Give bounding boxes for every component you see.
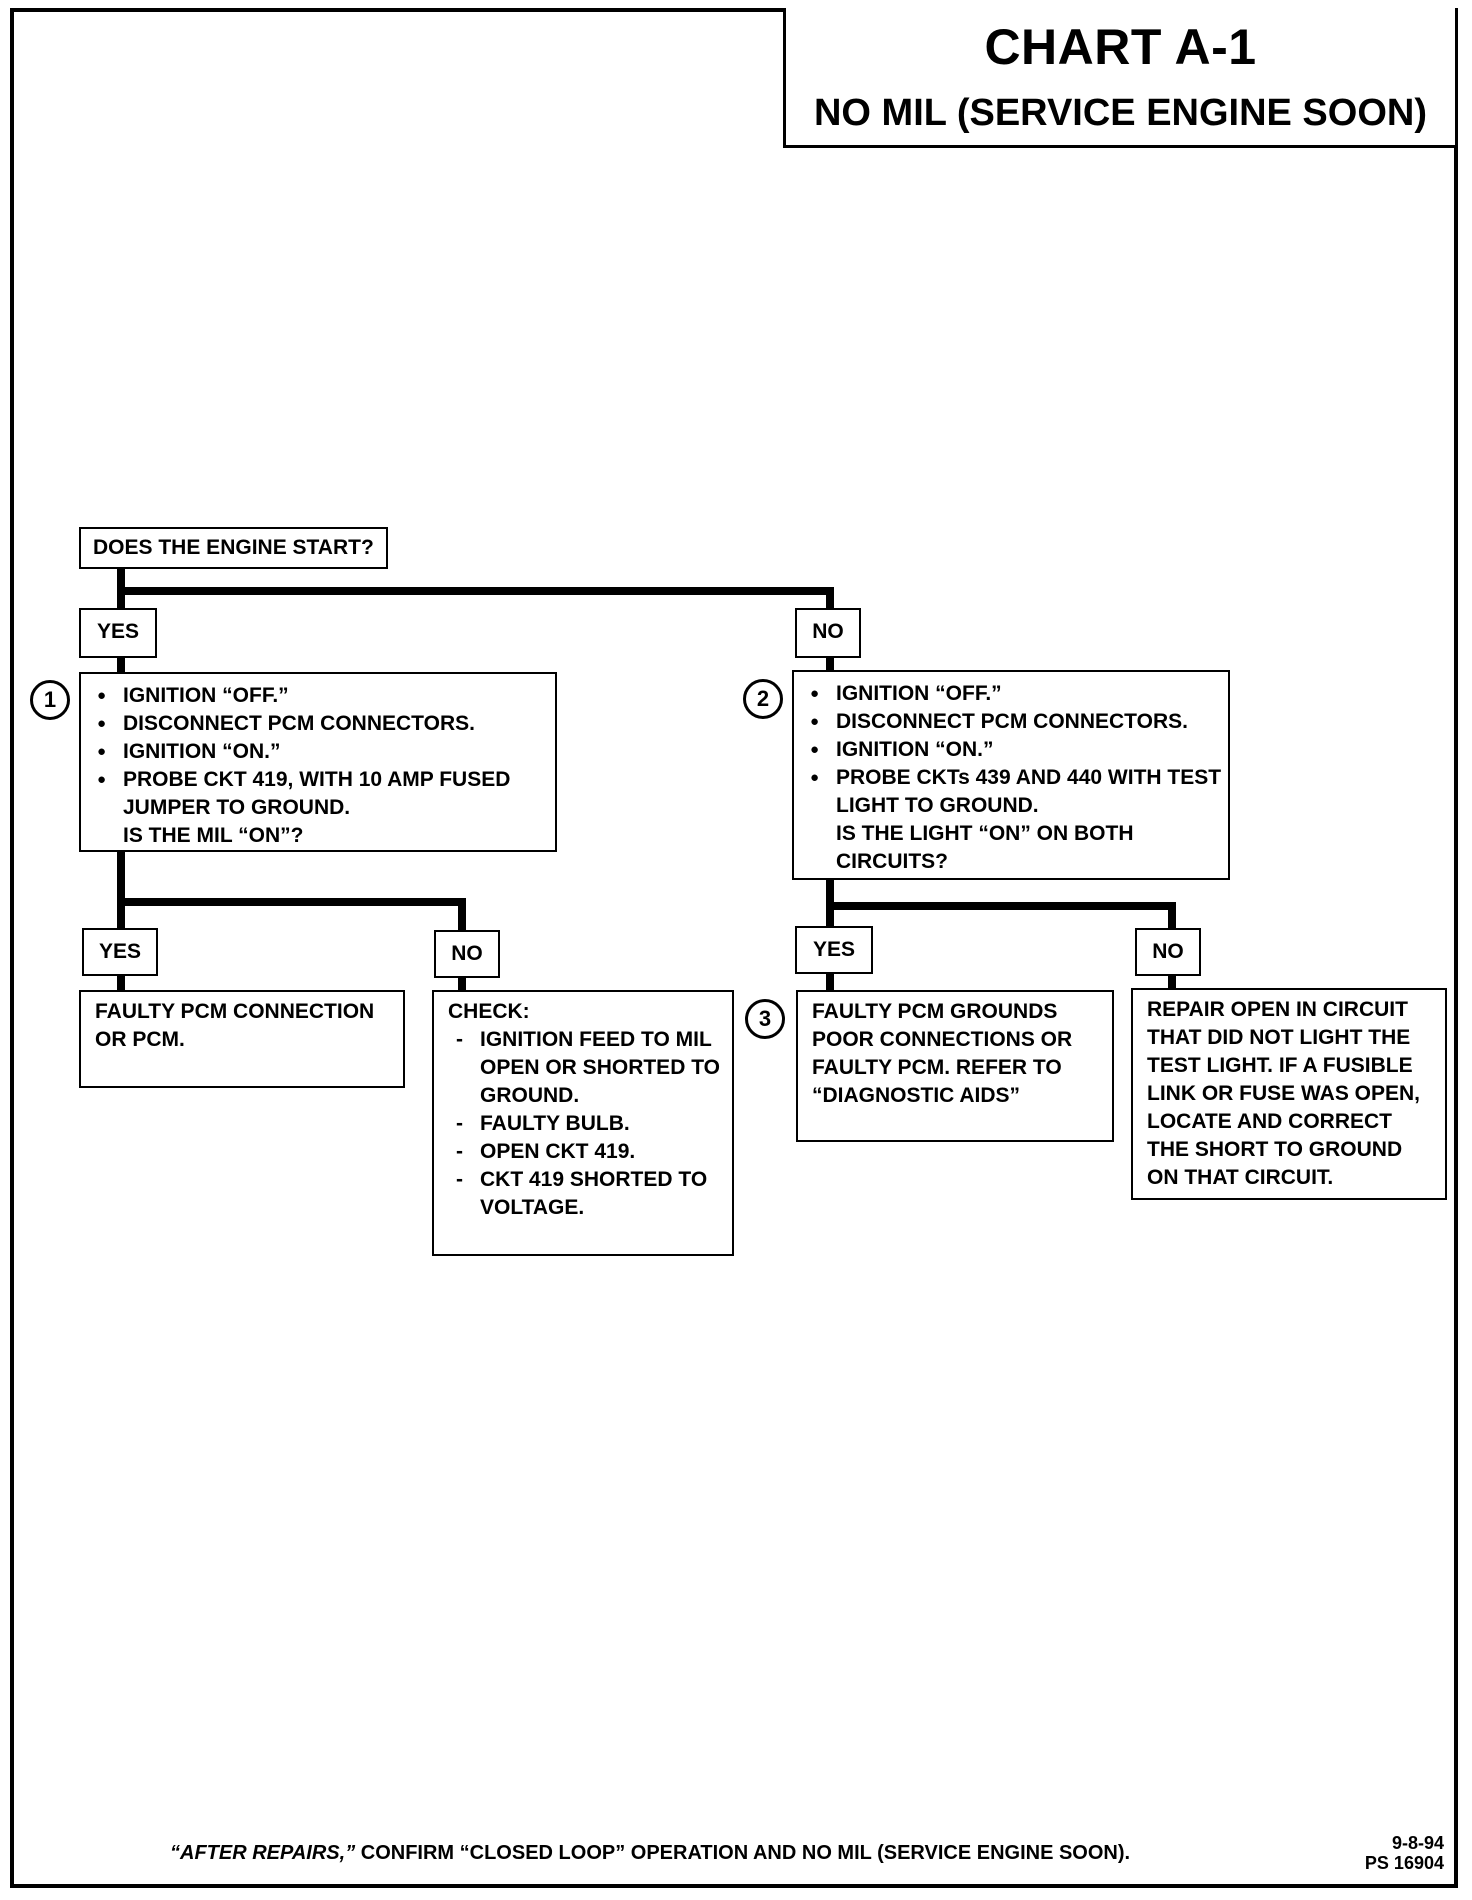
yes-label-start: YES [79,608,157,658]
step2-box: IGNITION “OFF.” DISCONNECT PCM CONNECTOR… [792,670,1230,880]
check-item-1: IGNITION FEED TO MIL OPEN OR SHORTED TO … [444,1026,722,1110]
yes-label-step2: YES [795,926,873,974]
step1-bullet-1: IGNITION “OFF.” [87,682,549,710]
engine-start-question: DOES THE ENGINE START? [79,527,388,569]
step2-bullet-2: DISCONNECT PCM CONNECTORS. [800,708,1222,736]
result-repair-open-circuit: REPAIR OPEN IN CIRCUIT THAT DID NOT LIGH… [1131,988,1447,1200]
footer-emphasis: “AFTER REPAIRS,” [170,1842,356,1864]
chart-title: CHART A-1 [984,19,1257,75]
reference-date: 9-8-94 [1391,1833,1444,1853]
page-frame [10,8,1458,1888]
footer-note: “AFTER REPAIRS,” CONFIRM “CLOSED LOOP” O… [170,1842,1130,1865]
step2-bullet-1: IGNITION “OFF.” [800,680,1222,708]
step1-bullet-2: DISCONNECT PCM CONNECTORS. [87,710,549,738]
step2-bullet-3: IGNITION “ON.” [800,736,1222,764]
step2-question: IS THE LIGHT “ON” ON BOTH CIRCUITS? [836,822,1134,873]
reference-block: 9-8-94 PS 16904 [1365,1833,1444,1873]
no-label-start: NO [795,608,861,658]
check-heading: CHECK: [448,1000,530,1023]
footer-text: CONFIRM “CLOSED LOOP” OPERATION AND NO M… [360,1842,1131,1864]
result-faulty-pcm-grounds: FAULTY PCM GROUNDS POOR CONNECTIONS OR F… [796,990,1114,1142]
step-number-1: 1 [30,680,70,720]
yes-label-step1: YES [82,928,158,976]
chart-subtitle: NO MIL (SERVICE ENGINE SOON) [813,92,1427,134]
reference-code: PS 16904 [1364,1853,1444,1873]
connector-step2-branch [826,876,1176,932]
step1-bullet-3: IGNITION “ON.” [87,738,549,766]
check-item-3: OPEN CKT 419. [444,1138,722,1166]
step1-bullet-4: PROBE CKT 419, WITH 10 AMP FUSED JUMPER … [87,766,549,822]
no-label-step1: NO [434,930,500,978]
step2-bullet-4: PROBE CKTs 439 AND 440 WITH TEST LIGHT T… [800,764,1222,820]
step-number-3: 3 [745,999,785,1039]
connector-start-branch [117,561,834,614]
step1-box: IGNITION “OFF.” DISCONNECT PCM CONNECTOR… [79,672,557,852]
result-faulty-pcm-connection: FAULTY PCM CONNECTION OR PCM. [79,990,405,1088]
step1-question: IS THE MIL “ON”? [123,824,304,847]
no-label-step2: NO [1135,928,1201,976]
result-check-box: CHECK: IGNITION FEED TO MIL OPEN OR SHOR… [432,990,734,1256]
connector-step1-branch [117,848,466,934]
title-block: CHART A-1 NO MIL (SERVICE ENGINE SOON) [783,8,1458,148]
check-item-2: FAULTY BULB. [444,1110,722,1138]
step-number-2: 2 [743,679,783,719]
check-item-4: CKT 419 SHORTED TO VOLTAGE. [444,1166,722,1222]
